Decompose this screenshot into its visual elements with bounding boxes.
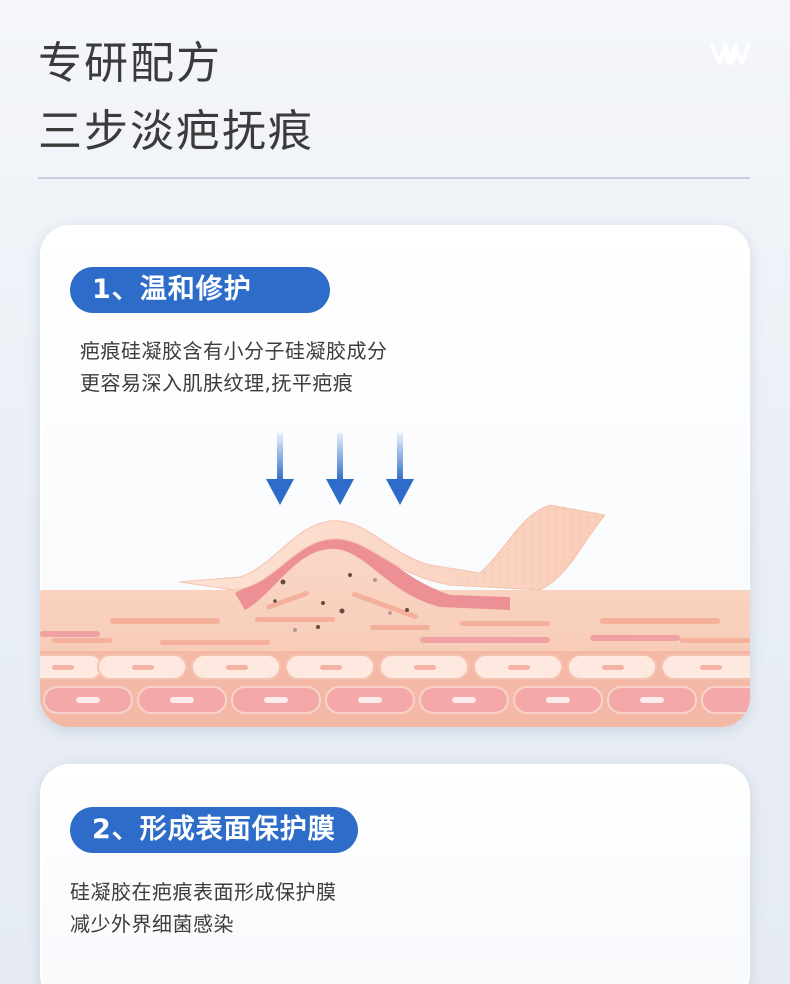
step-1-description: 疤痕硅凝胶含有小分子硅凝胶成分 更容易深入肌肤纹理,抚平疤痕 (80, 335, 388, 399)
page-title-line-2: 三步淡疤抚痕 (38, 106, 314, 157)
header-divider (38, 177, 750, 179)
step-card-2: 2、形成表面保护膜 硅凝胶在疤痕表面形成保护膜 减少外界细菌感染 (40, 764, 750, 984)
arrow-down-icon (386, 433, 414, 505)
step-2-desc-line-1: 硅凝胶在疤痕表面形成保护膜 (70, 880, 337, 904)
skin-layer-illustration (40, 433, 750, 727)
arrow-down-icon (326, 433, 354, 505)
step-1-desc-line-2: 更容易深入肌肤纹理,抚平疤痕 (80, 371, 354, 395)
w-logo-icon (710, 42, 750, 65)
step-1-label: 1、温和修护 (70, 267, 330, 313)
step-2-label: 2、形成表面保护膜 (70, 807, 358, 853)
step-2-description: 硅凝胶在疤痕表面形成保护膜 减少外界细菌感染 (70, 876, 337, 940)
arrow-down-icon (266, 433, 294, 505)
step-1-desc-line-1: 疤痕硅凝胶含有小分子硅凝胶成分 (80, 339, 388, 363)
step-card-1: 1、温和修护 疤痕硅凝胶含有小分子硅凝胶成分 更容易深入肌肤纹理,抚平疤痕 (40, 225, 750, 727)
page-title-line-1: 专研配方 (38, 38, 222, 89)
step-2-desc-line-2: 减少外界细菌感染 (70, 912, 234, 936)
